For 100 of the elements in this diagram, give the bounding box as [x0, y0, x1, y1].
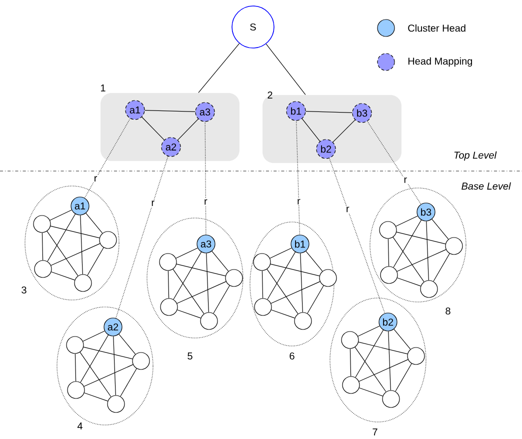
cluster-number: 8: [446, 307, 450, 315]
connector-line: [47, 214, 76, 262]
connector-line: [50, 210, 72, 221]
connector-line: [359, 388, 383, 396]
connector-line: [118, 334, 136, 354]
connector-line: [355, 330, 384, 378]
connector-line: [80, 214, 83, 274]
connector-line: [46, 230, 78, 276]
legend-text: Head Mapping: [408, 57, 472, 67]
node-circle: [319, 269, 337, 287]
node-circle: [445, 237, 463, 255]
connector-line: [300, 252, 303, 312]
connector-line: [142, 116, 164, 140]
connector-line: [176, 264, 226, 276]
edge-label: r: [344, 206, 350, 214]
node-circle: [254, 298, 272, 316]
connector-line: [266, 44, 306, 95]
connector-line: [367, 120, 422, 204]
connector-line: [358, 359, 408, 382]
node-circle: [66, 336, 84, 354]
connector-line: [50, 226, 100, 238]
connector-line: [262, 270, 264, 298]
connector-line: [296, 120, 300, 235]
connector-line: [51, 272, 75, 280]
connector-line: [80, 352, 112, 398]
connector-line: [266, 268, 298, 314]
node-circle: [200, 312, 218, 330]
node-circle: [159, 253, 177, 271]
connector-line: [84, 392, 108, 402]
connector-line: [433, 253, 450, 282]
connector-line: [50, 243, 100, 266]
connector-line: [84, 364, 134, 387]
edge-label: r: [150, 200, 156, 207]
connector-line: [42, 232, 44, 260]
connector-line: [394, 328, 411, 350]
connector-line: [120, 368, 137, 397]
connector-line: [82, 330, 105, 342]
connector-line: [426, 220, 429, 280]
connector-line: [267, 252, 296, 300]
connector-line: [204, 122, 206, 235]
connector-line: [270, 281, 320, 304]
connector-line: [393, 220, 422, 268]
connector-line: [178, 118, 198, 140]
edge-label: r: [92, 175, 98, 183]
node-circle: [294, 312, 312, 330]
node-circle: [160, 298, 178, 316]
cluster-number: 7: [372, 428, 378, 436]
node-circle: [99, 231, 117, 249]
connector-line: [306, 250, 323, 272]
connector-line: [74, 354, 76, 382]
node-circle: [74, 274, 92, 292]
level-label: Top Level: [454, 151, 497, 161]
node-circle: [107, 395, 125, 413]
connector-line: [144, 110, 196, 112]
connector-line: [113, 336, 116, 396]
connector-line: [388, 238, 390, 266]
node-circle: [341, 331, 359, 349]
edge-label: r: [296, 198, 302, 206]
connector-line: [307, 285, 324, 314]
connector-line: [397, 278, 421, 286]
connector-line: [332, 120, 356, 142]
edge-label: r: [203, 198, 208, 206]
connector-line: [396, 216, 418, 227]
cluster-number: 4: [77, 422, 82, 430]
connector-line: [80, 334, 109, 383]
connector-line: [271, 310, 295, 318]
connector-line: [198, 43, 240, 93]
legend-text: Cluster Head: [408, 24, 466, 32]
connector-line: [358, 342, 408, 354]
connector-line: [173, 252, 202, 300]
connector-line: [116, 156, 168, 318]
node-circle: [132, 352, 150, 370]
cluster-number: 3: [22, 286, 26, 294]
connector-line: [206, 252, 209, 312]
connector-line: [176, 281, 226, 304]
node-circle: [34, 260, 52, 278]
node-circle: [67, 381, 85, 399]
connector-line: [396, 232, 446, 244]
connector-line: [358, 326, 380, 337]
node-circle: [382, 390, 400, 408]
connector-line: [329, 158, 386, 314]
connector-line: [350, 348, 352, 376]
group-number: 2: [268, 92, 272, 98]
connector-line: [388, 330, 391, 390]
node-circle: [380, 266, 398, 284]
node-circle: [420, 280, 438, 298]
connector-line: [177, 310, 201, 318]
connector-line: [87, 247, 104, 276]
node-circle: [407, 347, 425, 365]
connector-line: [212, 250, 229, 272]
connector-line: [270, 248, 292, 259]
cluster-number: 6: [290, 352, 294, 360]
connector-line: [396, 249, 446, 272]
connector-line: [172, 268, 204, 314]
connector-line: [392, 236, 424, 282]
connector-line: [354, 346, 386, 392]
connector-line: [168, 270, 170, 298]
connector-line: [432, 218, 449, 240]
level-label: Base Level: [462, 182, 511, 190]
cluster-number: 5: [188, 352, 192, 360]
